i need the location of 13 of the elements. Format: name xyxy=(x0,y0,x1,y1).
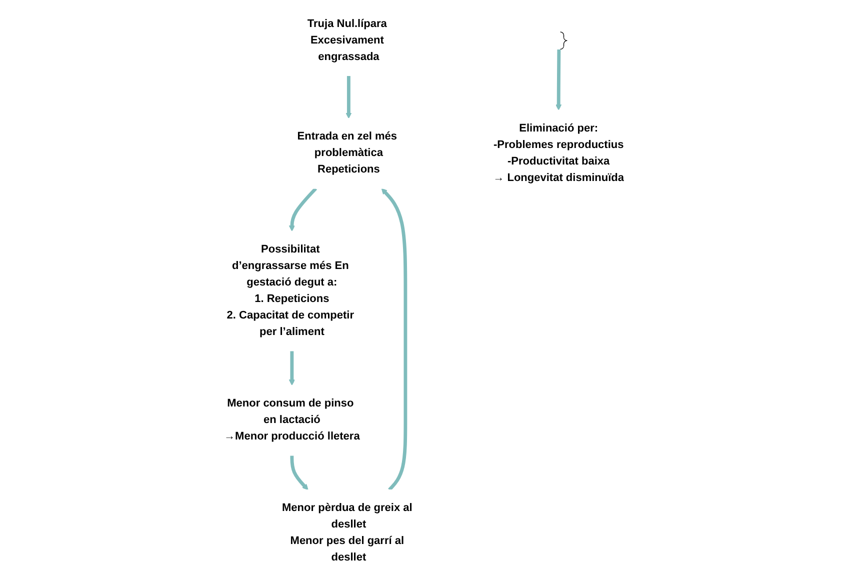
node-text: Possibilitat d’engrassarse més En gestació degut a: 1. Repeticions 2. Capacitat de competir per l’aliment xyxy=(227,244,354,338)
node-bracket xyxy=(560,32,568,50)
node-text: Eliminació per: -Problemes reproductius -Productivitat baixa → Longevitat disminuïda xyxy=(494,122,624,184)
arrow xyxy=(556,50,562,110)
arrow xyxy=(290,455,309,490)
arrow xyxy=(382,188,408,491)
arrow xyxy=(289,187,318,232)
arrow xyxy=(346,76,352,119)
node-text: Menor consum de pinso en lactació →Menor producció lletera xyxy=(224,398,360,442)
node-text: Truja Nul.lípara Excesivament engrassada xyxy=(308,18,388,63)
node-text: Menor pèrdua de greix al desllet Menor pes del garrí al desllet xyxy=(282,502,413,564)
node-text: Entrada en zel més problemàtica Repeticions xyxy=(298,130,398,176)
arrow xyxy=(289,350,296,386)
